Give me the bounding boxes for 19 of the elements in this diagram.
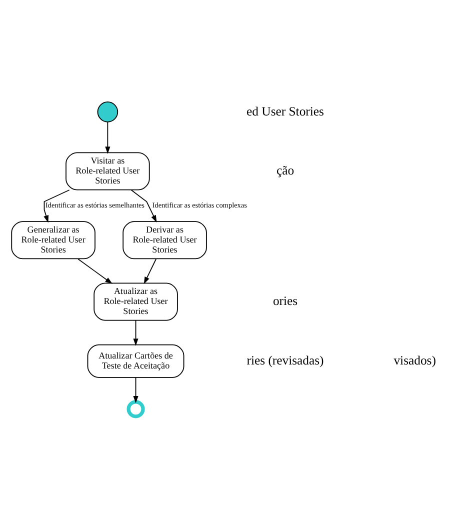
node-box: Visitar as Role-related User Stories <box>66 152 150 190</box>
node-box: Atualizar as Role-related User Stories <box>94 282 178 320</box>
node-box: Atualizar Cartões de Teste de Aceitação <box>87 344 184 378</box>
arrow <box>130 189 157 222</box>
node-circle <box>97 101 118 122</box>
arrow <box>144 258 157 284</box>
node-circle <box>126 400 145 418</box>
arrow <box>78 258 112 284</box>
arrow <box>105 121 110 154</box>
arrow <box>133 320 138 346</box>
node-box: Generalizar as Role-related User Stories <box>11 220 96 259</box>
label: visados) <box>394 352 436 367</box>
node-box: Derivar as Role-related User Stories <box>122 220 207 259</box>
label: ories <box>272 294 298 308</box>
arrow <box>133 376 138 403</box>
arrow <box>44 189 70 222</box>
label: ed User Stories <box>246 104 324 118</box>
label: ries (revisadas) <box>246 352 324 367</box>
label: ção <box>276 163 294 178</box>
